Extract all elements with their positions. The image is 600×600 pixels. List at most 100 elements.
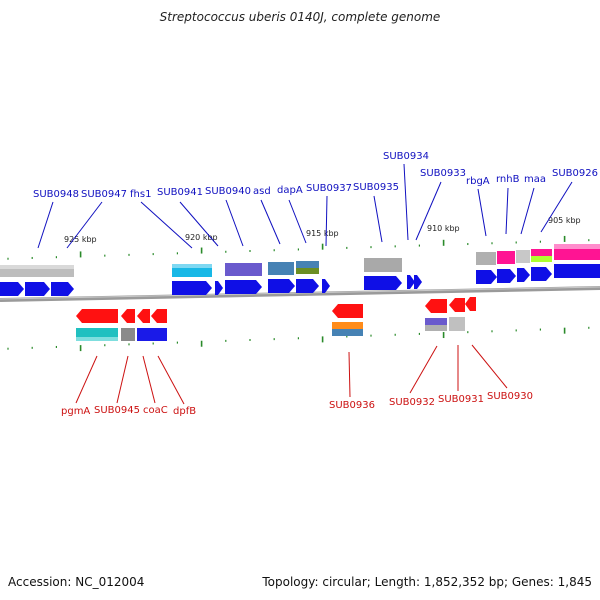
leader-line — [66, 201, 103, 249]
forward-gene-arrow — [51, 282, 74, 296]
leader-line — [142, 355, 156, 404]
reverse-gene-arrows — [76, 297, 476, 323]
reverse-gene-labels: pgmA SUB0945 coaC dpfB SUB0936 SUB0932 S… — [61, 391, 533, 417]
forward-gene-arrow — [296, 279, 319, 293]
forward-gene-arrow — [531, 267, 552, 281]
forward-gene-arrow — [414, 275, 422, 289]
feature-box — [554, 244, 600, 249]
feature-box — [476, 252, 496, 265]
reverse-annotation-boxes — [76, 317, 465, 341]
gene-label-asd: asd — [253, 186, 271, 197]
feature-box — [268, 262, 294, 275]
forward-gene-arrow — [268, 279, 295, 293]
feature-box — [531, 256, 552, 262]
leader-line — [288, 199, 307, 244]
forward-gene-arrow — [322, 279, 330, 293]
leader-line — [471, 344, 508, 389]
gene-label-sub0941: SUB0941 — [157, 187, 203, 198]
feature-box — [76, 337, 118, 341]
feature-box — [531, 249, 552, 256]
reverse-gene-arrow — [425, 299, 447, 313]
feature-box — [172, 264, 212, 268]
leader-line — [415, 181, 442, 241]
gene-label-sub0934: SUB0934 — [383, 151, 429, 162]
gene-label-sub0937: SUB0937 — [306, 183, 352, 194]
feature-box — [137, 328, 167, 341]
gene-label-sub0940: SUB0940 — [205, 186, 251, 197]
reverse-gene-arrow — [137, 309, 150, 323]
leader-line — [540, 181, 573, 233]
leader-line — [325, 195, 328, 247]
forward-gene-arrow — [215, 281, 223, 295]
forward-gene-arrow — [554, 264, 600, 278]
reverse-gene-arrow — [449, 298, 465, 312]
reverse-gene-arrow — [332, 304, 363, 318]
forward-gene-arrow — [172, 281, 212, 295]
scale-ticks-bottom — [7, 326, 590, 352]
gene-label-sub0933: SUB0933 — [420, 168, 466, 179]
feature-box — [296, 261, 319, 268]
forward-leader-lines — [37, 163, 573, 249]
gene-label-fhs1: fhs1 — [130, 189, 151, 200]
leader-line — [225, 199, 244, 247]
forward-gene-labels: SUB0948 SUB0947 fhs1 SUB0941 SUB0940 asd… — [33, 151, 598, 200]
gene-label-sub0935: SUB0935 — [353, 182, 399, 193]
scale-label-925: 925 kbp — [64, 235, 97, 244]
feature-box — [332, 329, 363, 336]
feature-box — [497, 251, 515, 264]
leader-line — [373, 195, 383, 243]
forward-annotation-boxes — [0, 244, 600, 277]
reverse-gene-arrow — [121, 309, 135, 323]
forward-gene-arrow — [407, 275, 415, 289]
scale-ticks-top — [7, 235, 590, 260]
leader-line — [520, 187, 535, 235]
gene-label-sub0932: SUB0932 — [389, 397, 435, 408]
feature-box — [0, 265, 74, 269]
feature-box — [296, 268, 319, 274]
feature-box — [364, 258, 402, 272]
feature-box — [332, 322, 363, 329]
reverse-gene-arrow — [465, 297, 476, 311]
forward-gene-arrow — [364, 276, 402, 290]
feature-box — [425, 318, 447, 325]
feature-box — [449, 317, 465, 331]
accession-text: Accession: NC_012004 — [8, 575, 145, 589]
leader-line — [140, 201, 193, 249]
forward-gene-arrows — [0, 264, 600, 296]
leader-line — [409, 345, 438, 394]
gene-label-rnhb: rnhB — [496, 174, 520, 185]
reverse-gene-arrow — [76, 309, 118, 323]
gene-label-dpfb: dpfB — [173, 406, 196, 417]
gene-label-sub0930: SUB0930 — [487, 391, 533, 402]
feature-box — [516, 250, 530, 263]
forward-gene-arrow — [476, 270, 497, 284]
leader-line — [348, 351, 351, 398]
gene-label-sub0936: SUB0936 — [329, 400, 375, 411]
gene-label-sub0945: SUB0945 — [94, 405, 140, 416]
gene-label-sub0947: SUB0947 — [81, 189, 127, 200]
leader-line — [260, 199, 281, 245]
gene-label-pgma: pgmA — [61, 406, 90, 417]
scale-label-905: 905 kbp — [548, 216, 581, 225]
scale-label-920: 920 kbp — [185, 233, 218, 242]
gene-label-sub0948: SUB0948 — [33, 189, 79, 200]
leader-line — [157, 355, 185, 405]
leader-line — [505, 187, 509, 235]
leader-line — [403, 163, 409, 241]
map-title: Streptococcus uberis 0140J, complete gen… — [159, 10, 441, 24]
leader-line — [37, 201, 54, 249]
feature-box — [225, 263, 262, 276]
scale-label-910: 910 kbp — [427, 224, 460, 233]
gene-label-rbga: rbgA — [466, 176, 490, 187]
gene-label-sub0926: SUB0926 — [552, 168, 598, 179]
forward-gene-arrow — [25, 282, 50, 296]
reverse-leader-lines — [75, 344, 508, 405]
forward-gene-arrow — [497, 269, 516, 283]
forward-gene-arrow — [0, 282, 24, 296]
forward-gene-arrow — [225, 280, 262, 294]
leader-line — [116, 355, 129, 404]
reverse-gene-arrow — [151, 309, 167, 323]
gene-label-sub0931: SUB0931 — [438, 394, 484, 405]
feature-box — [425, 325, 447, 331]
